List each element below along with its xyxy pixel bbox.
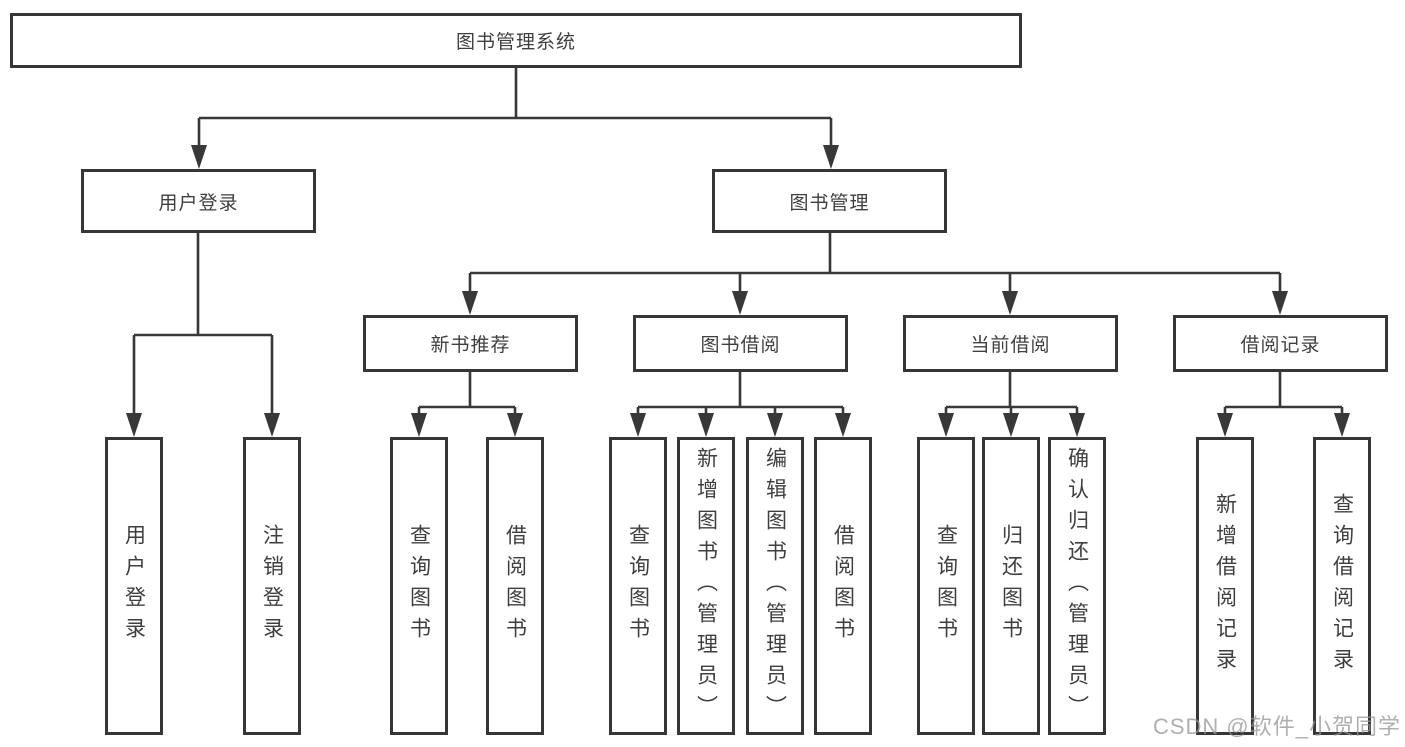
node-label: 查询图书 [626, 524, 650, 648]
leaf-return-books: 归还图书 [982, 437, 1040, 735]
leaf-confirm-return-admin: 确认归还（管理员） [1048, 437, 1106, 735]
node-label: 用户登录 [122, 524, 146, 648]
leaf-user-login: 用户登录 [105, 437, 163, 735]
leaf-query-books-borrowing: 查询图书 [609, 437, 667, 735]
leaf-borrow-books: 借阅图书 [814, 437, 872, 735]
node-current-borrowing: 当前借阅 [903, 315, 1118, 372]
node-label: 注销登录 [260, 524, 284, 648]
node-library-management-system: 图书管理系统 [10, 13, 1022, 68]
node-label: 新增借阅记录 [1213, 493, 1237, 679]
node-label: 用户登录 [158, 192, 239, 214]
node-label: 图书管理系统 [455, 32, 576, 53]
node-label: 图书借阅 [700, 335, 781, 356]
node-label: 新书推荐 [430, 335, 511, 356]
node-label: 新增图书（管理员） [694, 446, 718, 726]
leaf-edit-books-admin: 编辑图书（管理员） [746, 437, 804, 735]
node-label: 查询借阅记录 [1330, 493, 1354, 679]
node-label: 编辑图书（管理员） [763, 446, 787, 726]
node-label: 归还图书 [999, 524, 1023, 648]
node-borrowing-records: 借阅记录 [1173, 315, 1388, 372]
node-book-borrowing: 图书借阅 [633, 315, 848, 372]
node-label: 当前借阅 [970, 335, 1051, 356]
node-label: 确认归还（管理员） [1065, 446, 1089, 726]
node-label: 借阅记录 [1240, 335, 1321, 356]
node-label: 借阅图书 [831, 524, 855, 648]
leaf-add-books-admin: 新增图书（管理员） [677, 437, 735, 735]
node-new-book-recommendation: 新书推荐 [363, 315, 578, 372]
leaf-query-books-recommend: 查询图书 [390, 437, 448, 735]
node-label: 借阅图书 [503, 524, 527, 648]
node-book-management-branch: 图书管理 [712, 169, 947, 233]
leaf-logout: 注销登录 [243, 437, 301, 735]
node-label: 查询图书 [934, 524, 958, 648]
node-label: 查询图书 [407, 524, 431, 648]
node-user-login-branch: 用户登录 [81, 169, 316, 233]
leaf-borrow-books-recommend: 借阅图书 [486, 437, 544, 735]
leaf-add-borrow-record: 新增借阅记录 [1196, 437, 1254, 735]
leaf-query-books-current: 查询图书 [917, 437, 975, 735]
leaf-query-borrow-record: 查询借阅记录 [1313, 437, 1371, 735]
node-label: 图书管理 [789, 192, 870, 214]
csdn-watermark: CSDN @软件_小贺同学 [1152, 714, 1401, 739]
